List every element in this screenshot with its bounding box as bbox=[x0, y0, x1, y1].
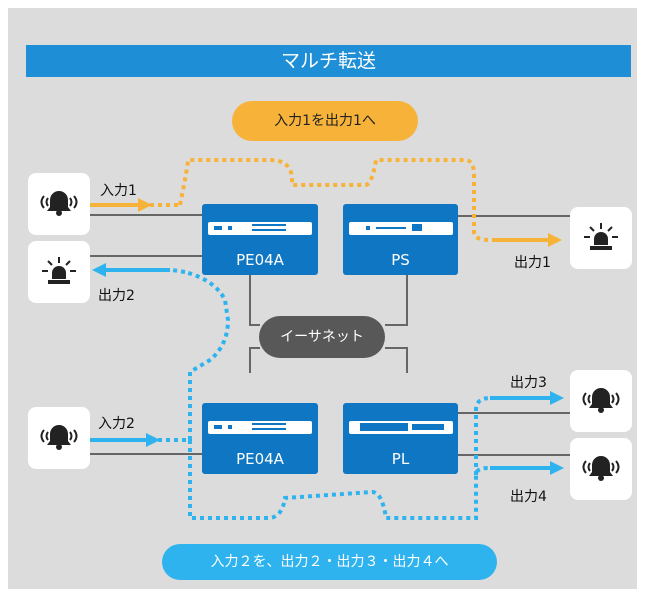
output1-beacon-card[interactable] bbox=[570, 207, 632, 269]
label-output3: 出力3 bbox=[510, 375, 547, 391]
device-ps[interactable]: PS bbox=[343, 204, 458, 275]
ethernet-hub: イーサネット bbox=[259, 316, 385, 358]
label-output4: 出力4 bbox=[510, 489, 547, 505]
beacon-icon bbox=[42, 257, 76, 284]
route2-caption: 入力２を、出力２・出力３・出力４へ bbox=[162, 544, 497, 580]
output3-alarm-card[interactable] bbox=[570, 370, 632, 432]
bell-icon bbox=[40, 191, 78, 216]
label-input2: 入力2 bbox=[98, 416, 135, 432]
device-label: PE04A bbox=[236, 450, 284, 468]
output2-beacon-card[interactable] bbox=[28, 241, 90, 303]
input2-alarm-card[interactable] bbox=[28, 407, 90, 469]
bell-icon bbox=[582, 456, 620, 481]
device-label: PE04A bbox=[236, 251, 284, 269]
route1-caption: 入力1を出力1へ bbox=[232, 101, 418, 141]
route2-path bbox=[90, 263, 564, 520]
beacon-icon bbox=[584, 223, 618, 250]
device-label: PS bbox=[391, 251, 410, 269]
route1-path bbox=[90, 158, 562, 247]
bell-icon bbox=[582, 388, 620, 413]
output4-alarm-card[interactable] bbox=[570, 438, 632, 500]
device-pe04a-bottom[interactable]: PE04A bbox=[202, 403, 318, 474]
bell-icon bbox=[40, 425, 78, 450]
label-output2: 出力2 bbox=[98, 288, 135, 304]
device-label: PL bbox=[391, 450, 410, 468]
input1-alarm-card[interactable] bbox=[28, 173, 90, 235]
label-output1: 出力1 bbox=[514, 255, 551, 271]
label-input1: 入力1 bbox=[100, 183, 137, 199]
page-title: マルチ転送 bbox=[26, 45, 631, 77]
